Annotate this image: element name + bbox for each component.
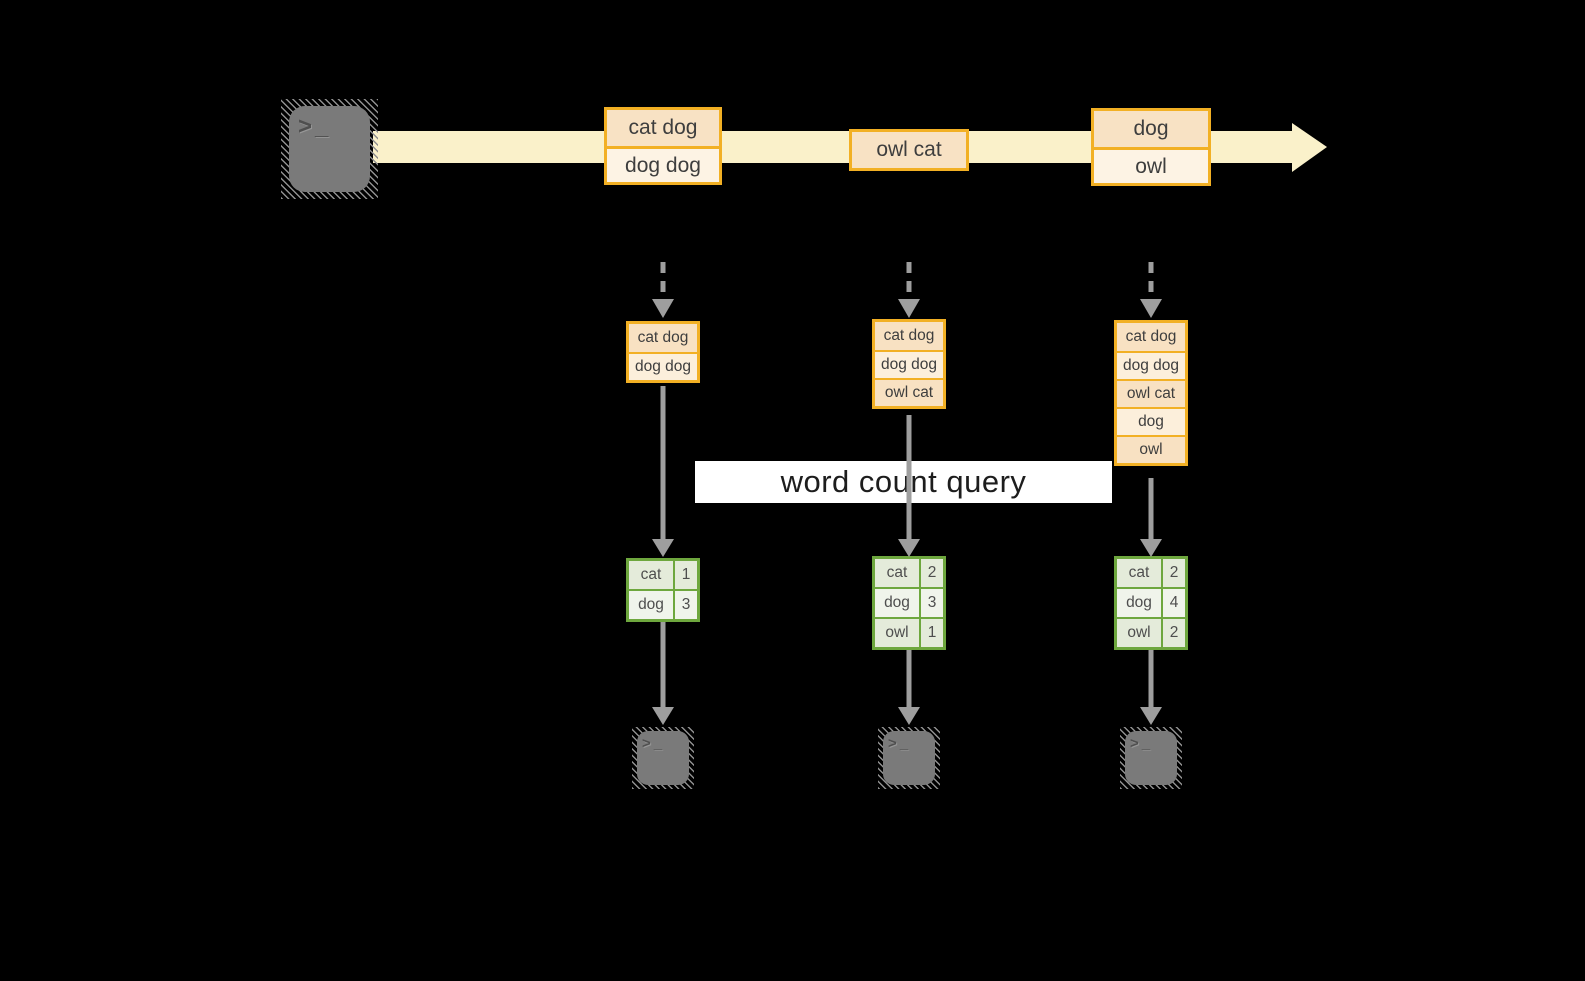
result-word: dog [875,589,919,617]
stream-batch-2: owl cat [849,129,969,171]
log-line: dog dog [1117,351,1185,379]
prompt-underscore: _ [653,735,663,752]
terminal-prompt-icon: > _ [888,735,908,752]
log-line: cat dog [629,324,697,352]
prompt-chevron: > [298,113,313,140]
batch-line: dog [1094,111,1208,147]
terminal-output-body [637,731,689,785]
terminal-output-icon-3: > _ [1120,727,1182,789]
batch-line: cat dog [607,110,719,146]
result-count: 2 [921,559,943,587]
terminal-prompt-icon: > _ [298,113,328,141]
result-count: 3 [921,589,943,617]
result-word: cat [875,559,919,587]
log-line: dog [1117,407,1185,435]
output-arrow-2 [898,650,920,725]
log-line: owl [1117,435,1185,463]
ingest-arrow-2 [898,262,920,318]
batch-line: dog dog [607,146,719,182]
terminal-source-body [289,106,370,192]
stream-arrowhead-icon [1292,123,1327,172]
query-arrow-1 [652,386,674,557]
stream-batch-3: dog owl [1091,108,1211,186]
result-word: dog [629,591,673,619]
ingest-arrow-3 [1140,262,1162,318]
result-count: 1 [675,561,697,589]
result-count: 3 [675,591,697,619]
log-line: owl cat [875,378,943,406]
terminal-output-body [883,731,935,785]
log-line: cat dog [875,322,943,350]
output-arrow-3 [1140,650,1162,725]
ingest-arrow-1 [652,262,674,318]
result-word: dog [1117,589,1161,617]
batch-line: owl [1094,147,1208,183]
batch-line: owl cat [852,132,966,168]
result-count: 1 [921,619,943,647]
log-line: dog dog [629,352,697,380]
result-count: 2 [1163,559,1185,587]
result-word: cat [629,561,673,589]
terminal-source-icon: > _ [281,99,378,199]
result-table-2: cat 2 dog 3 owl 1 [872,556,946,650]
result-table-3: cat 2 dog 4 owl 2 [1114,556,1188,650]
terminal-output-icon-2: > _ [878,727,940,789]
terminal-prompt-icon: > _ [1130,735,1150,752]
query-arrow-3 [1140,478,1162,557]
terminal-output-icon-1: > _ [632,727,694,789]
terminal-output-body [1125,731,1177,785]
result-count: 2 [1163,619,1185,647]
log-line: dog dog [875,350,943,378]
prompt-chevron: > [1130,735,1139,752]
log-line: owl cat [1117,379,1185,407]
result-word: owl [875,619,919,647]
state-log-1: cat dog dog dog [626,321,700,383]
prompt-underscore: _ [1141,735,1151,752]
result-word: cat [1117,559,1161,587]
output-arrow-1 [652,622,674,725]
state-log-2: cat dog dog dog owl cat [872,319,946,409]
state-log-3: cat dog dog dog owl cat dog owl [1114,320,1188,466]
result-table-1: cat 1 dog 3 [626,558,700,622]
stream-batch-1: cat dog dog dog [604,107,722,185]
prompt-underscore: _ [315,113,329,140]
terminal-prompt-icon: > _ [642,735,662,752]
prompt-underscore: _ [899,735,909,752]
prompt-chevron: > [888,735,897,752]
result-count: 4 [1163,589,1185,617]
prompt-chevron: > [642,735,651,752]
query-label: word count query [695,461,1112,503]
result-word: owl [1117,619,1161,647]
log-line: cat dog [1117,323,1185,351]
